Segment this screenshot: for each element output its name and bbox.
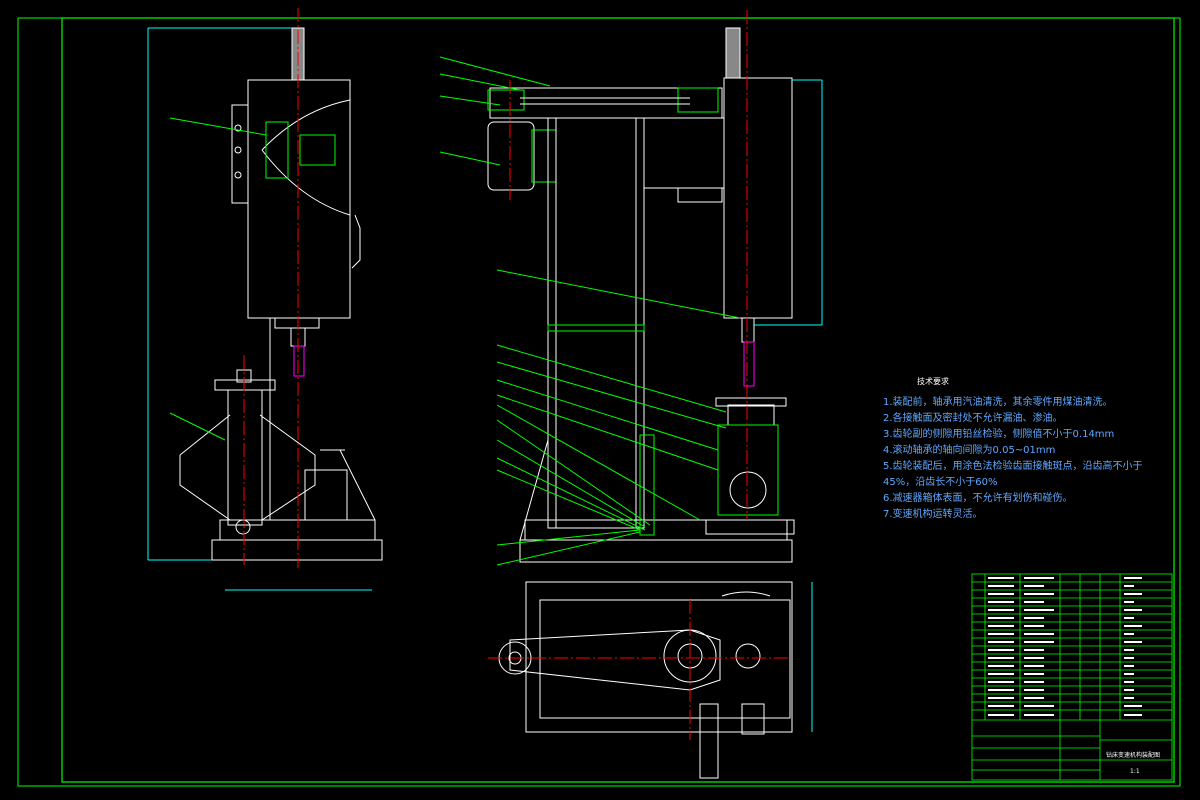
sheet-info: 1:1 bbox=[1130, 768, 1140, 775]
side-leader-2 bbox=[169, 412, 226, 441]
tech-requirement-3: 3.齿轮副的侧隙用铅丝检验，侧隙值不小于0.14mm bbox=[883, 429, 1115, 440]
parts-list-entries bbox=[988, 577, 1142, 716]
side-leader-1 bbox=[169, 117, 267, 136]
tech-requirement-6: 6.减速器箱体表面，不允许有划伤和碰伤。 bbox=[883, 493, 1073, 504]
tech-requirement-5: 5.齿轮装配后，用涂色法检验齿面接触斑点，沿齿高不小于 bbox=[883, 461, 1143, 472]
side-view bbox=[179, 27, 383, 591]
tech-requirement-2: 2.各接触面及密封处不允许漏油、渗油。 bbox=[883, 413, 1063, 424]
tech-requirement-7: 7.变速机构运转灵活。 bbox=[883, 509, 983, 520]
parts-list-table bbox=[971, 573, 1173, 781]
front-leaders bbox=[439, 56, 741, 566]
tech-requirement-5b: 45%，沿齿长不小于60% bbox=[883, 477, 998, 488]
drawing-title: 钻床变速机构装配图 bbox=[1106, 752, 1161, 759]
front-view bbox=[487, 27, 795, 563]
drawing-frame bbox=[61, 17, 1175, 783]
tech-requirement-4: 4.滚动轴承的轴向间隙为0.05~01mm bbox=[883, 445, 1056, 456]
top-view bbox=[498, 581, 793, 779]
tech-requirement-1: 1.装配前，轴承用汽油清洗，其余零件用煤油清洗。 bbox=[883, 397, 1113, 408]
tech-requirements-title: 技术要求 bbox=[917, 377, 949, 386]
